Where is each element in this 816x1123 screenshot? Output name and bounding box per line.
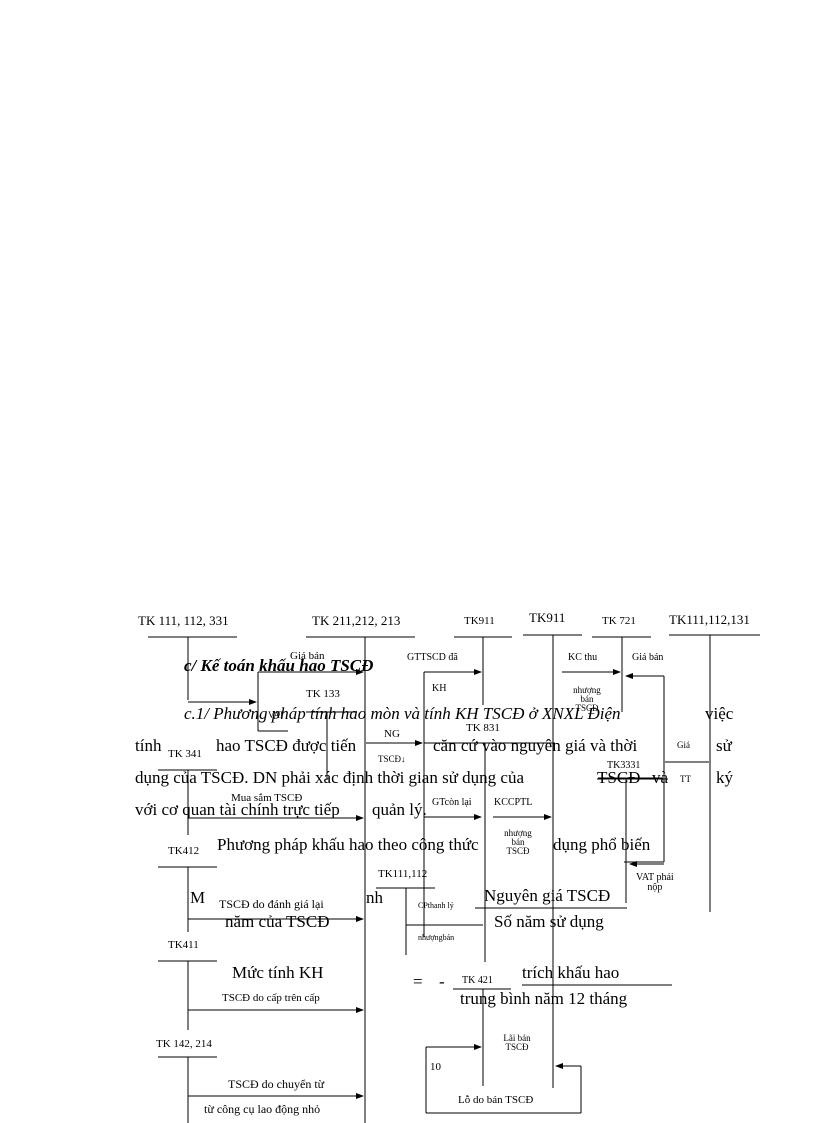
muc-tinh-kh: Mức tính KH xyxy=(232,963,324,982)
label-lai-ban-tscd: Lãi bán TSCĐ xyxy=(503,1033,531,1052)
account-tk211-212-213: TK 211,212, 213 xyxy=(312,613,401,628)
account-tk142-214: TK 142, 214 xyxy=(156,1038,212,1050)
body-line2-d: ký xyxy=(716,768,733,787)
account-tk111-112: TK111,112 xyxy=(378,868,428,880)
body-line1-c: căn cứ vào nguyên giá và thời xyxy=(433,736,638,755)
label-nhuong-ban-tscd-2: nhượng bán TSCĐ xyxy=(504,828,532,856)
trung-binh: trung bình năm 12 tháng xyxy=(460,989,628,1008)
account-tk911-a: TK911 xyxy=(464,615,495,627)
label-gia: Giá xyxy=(677,740,690,750)
label-tscd-do-chuyen-tu: TSCĐ do chuyển từ xyxy=(228,1077,325,1091)
formula-dash: - xyxy=(439,972,445,991)
account-tk341: TK 341 xyxy=(168,748,202,760)
label-kh: KH xyxy=(432,683,447,694)
body-line5-c: năm của TSCĐ xyxy=(225,912,330,931)
label-nhuong-ban: nhượngbán xyxy=(418,933,455,942)
label-gia-ban-2: Giá bán xyxy=(632,652,664,663)
account-tk412: TK412 xyxy=(168,845,200,857)
label-kccptl: KCCPTL xyxy=(494,797,533,808)
label-gttscd-da: GTTSCD đã xyxy=(407,652,458,663)
section-heading: c/ Kế toán khấu hao TSCĐ xyxy=(184,656,374,675)
label-tscd-down: TSCĐ↓ xyxy=(378,754,406,764)
label-gt-con-lai: GTcòn lại xyxy=(432,797,472,808)
account-tk831: TK 831 xyxy=(466,722,500,734)
body-line1-a: tính xyxy=(135,736,162,755)
label-lo-do-ban-tscd: Lỗ do bán TSCĐ xyxy=(458,1094,534,1106)
body-line1-d: sử xyxy=(716,736,732,755)
label-vat: VAT xyxy=(268,710,285,720)
label-number-10: 10 xyxy=(430,1061,441,1073)
body-line2-a: dụng của TSCĐ. DN phải xác định thời gia… xyxy=(135,768,524,787)
formula-numerator: Nguyên giá TSCĐ xyxy=(484,886,611,905)
account-tk111-112-131: TK111,112,131 xyxy=(669,612,750,627)
label-vat-phai-nop: VAT phải nộp xyxy=(636,872,674,893)
body-line4-b: dụng phổ biến xyxy=(553,835,651,854)
label-gia-ban-1: Giá bán xyxy=(290,650,325,662)
label-ng: NG xyxy=(384,728,400,740)
formula-denominator: Số năm sử dụng xyxy=(494,912,604,931)
label-mua-sam-tscd: Mua sắm TSCĐ xyxy=(231,792,303,804)
body-line4-a: Phương pháp khấu hao theo công thức xyxy=(217,835,479,854)
account-tk421: TK 421 xyxy=(462,975,493,986)
trich-khau-hao: trích khấu hao xyxy=(522,963,620,982)
label-tt: TT xyxy=(680,774,691,784)
label-nhuong-ban-tscd-1: nhượng bán TSCĐ xyxy=(573,685,601,713)
body-line5-b: nh xyxy=(366,888,383,907)
account-tk721: TK 721 xyxy=(602,615,636,627)
label-tscd-do-cap-tren-cap: TSCĐ do cấp trên cấp xyxy=(222,992,320,1004)
body-line2-c: và xyxy=(652,768,669,787)
account-tk411: TK411 xyxy=(168,939,199,951)
body-line2-b: TSCĐ xyxy=(597,768,641,787)
sub-heading-tail: việc xyxy=(705,704,734,723)
sub-heading: c.1/ Phương pháp tính hao mòn và tính KH… xyxy=(184,704,621,723)
formula-equals: = xyxy=(413,972,423,991)
label-cp-thanh-ly: CPthanh lý xyxy=(418,901,454,910)
account-tk133: TK 133 xyxy=(306,688,340,700)
body-line3-b: quản lý. xyxy=(372,800,427,819)
account-tk111-112-331: TK 111, 112, 331 xyxy=(138,613,229,628)
account-tk911-b: TK911 xyxy=(529,610,566,625)
account-tk3331: TK3331 xyxy=(607,760,641,771)
body-line1-b: hao TSCĐ được tiến xyxy=(216,736,357,755)
label-kc-thu: KC thu xyxy=(568,652,598,663)
body-line5-a: M xyxy=(190,888,206,907)
body-line3-a: với cơ quan tài chính trực tiếp xyxy=(135,800,340,819)
label-tu-cong-cu-lao-dong-nho: từ công cụ lao động nhỏ xyxy=(204,1102,321,1116)
label-tscd-do-danh-gia-lai: TSCĐ do đánh giá lại xyxy=(219,897,324,911)
